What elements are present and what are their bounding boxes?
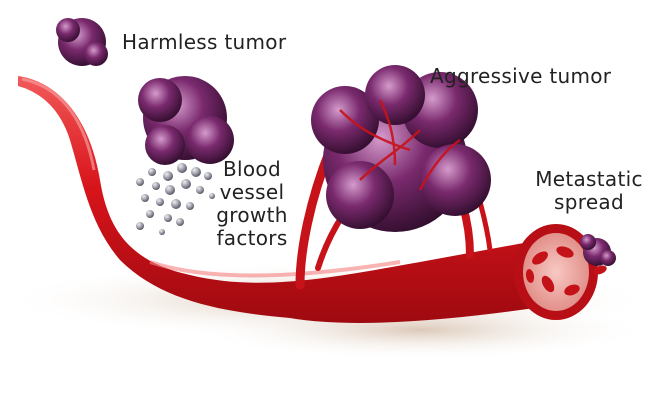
label-metastatic-spread: Metastatic spread <box>514 168 664 214</box>
label-harmless-tumor: Harmless tumor <box>122 31 286 54</box>
growth-factor-tumor <box>138 76 234 165</box>
label-aggressive-tumor: Aggressive tumor <box>430 65 611 88</box>
harmless-tumor <box>56 18 108 66</box>
label-growth-factors: Blood vessel growth factors <box>204 158 300 250</box>
aggressive-tumor <box>311 65 491 232</box>
